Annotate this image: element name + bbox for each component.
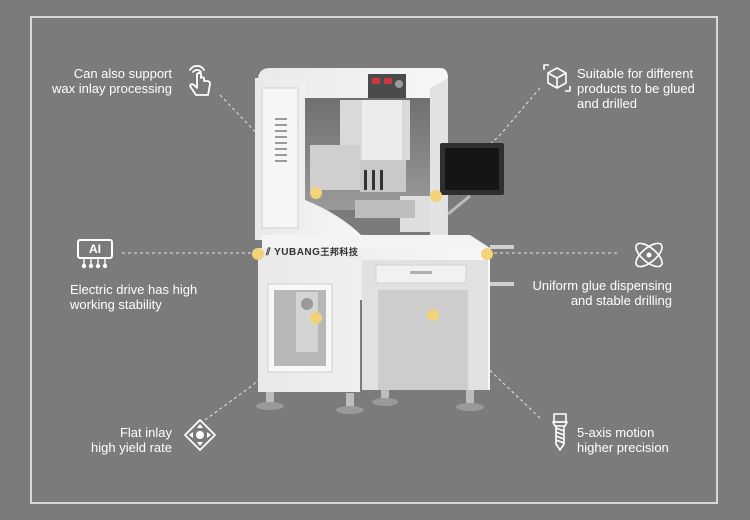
atom-orbit-icon <box>635 242 663 268</box>
feature-label-glue-dispensing: Uniform glue dispensing and stable drill… <box>532 278 672 308</box>
machine-feet <box>256 385 484 414</box>
ai-chip-icon: AI <box>77 239 117 269</box>
feature-label-wax-inlay: Can also support wax inlay processing <box>52 66 172 96</box>
brand-name-cn: 王邦科技 <box>320 247 359 257</box>
feature-label-5-axis: 5-axis motion higher precision <box>577 425 669 455</box>
four-arrow-target-icon <box>184 419 216 451</box>
hotspot-markers <box>252 187 493 324</box>
brand-mark-icon: ⫽ <box>266 247 271 258</box>
drill-bit-icon <box>552 413 568 451</box>
feature-label-glue-drill: Suitable for different products to be gl… <box>577 66 695 111</box>
cube-rotate-icon <box>543 64 571 92</box>
brand-name: YUBANG <box>274 247 321 258</box>
border-frame <box>30 16 718 504</box>
feature-label-electric-drive: Electric drive has high working stabilit… <box>70 282 198 312</box>
tap-hand-icon <box>189 64 211 96</box>
brand-logo: ⫽ YUBANG王邦科技 <box>266 245 358 258</box>
feature-label-flat-inlay: Flat inlay high yield rate <box>91 425 172 455</box>
